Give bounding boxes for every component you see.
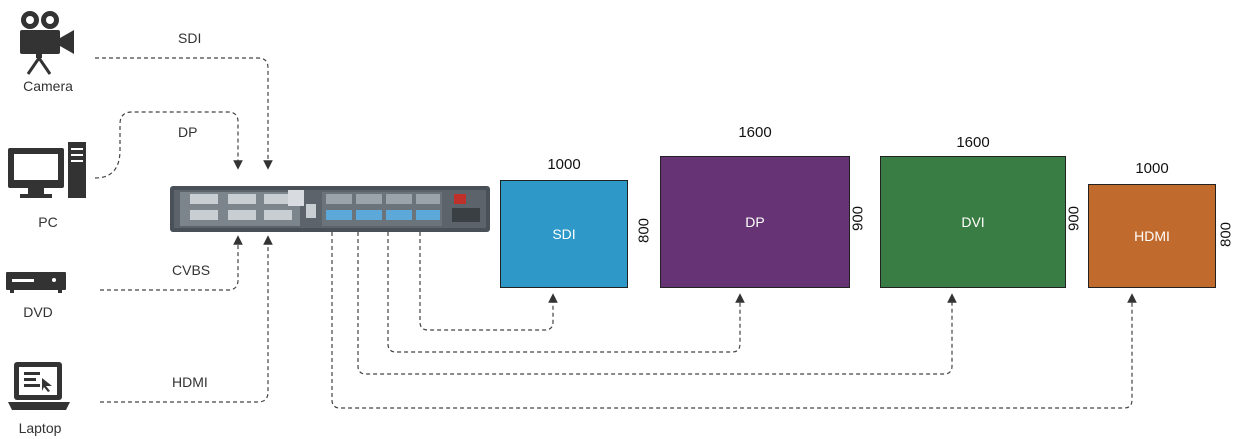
screen-dvi-height: 900 — [1065, 205, 1083, 232]
screen-dp-label: DP — [745, 214, 765, 230]
dp-input-line — [94, 111, 243, 179]
camera-label: Camera — [23, 78, 73, 94]
screen-hdmi: HDMI — [1088, 184, 1216, 288]
laptop-label: Laptop — [18, 420, 62, 436]
screen-sdi-width: 1000 — [547, 156, 581, 173]
screen-sdi: SDI — [500, 180, 628, 288]
video-processor-icon — [170, 186, 490, 232]
sdi-output-line — [419, 232, 558, 331]
screen-dvi: DVI — [880, 156, 1066, 288]
signal-label-sdi: SDI — [178, 30, 202, 46]
sdi-input-line — [95, 57, 273, 170]
cvbs-input-line — [100, 235, 243, 291]
pc-label: PC — [38, 214, 58, 230]
laptop-icon — [8, 362, 70, 410]
pc-icon — [8, 142, 86, 198]
hdmi-output-line — [331, 232, 1137, 409]
screen-dp-width: 1600 — [738, 124, 772, 141]
screen-sdi-height: 800 — [635, 217, 653, 244]
screen-dvi-width: 1600 — [956, 134, 990, 151]
dp-output-line — [387, 232, 745, 353]
dvd-player-icon — [6, 272, 66, 293]
dvd-label: DVD — [23, 304, 53, 320]
screen-sdi-label: SDI — [552, 226, 576, 242]
screen-dp: DP — [660, 156, 850, 288]
screen-dvi-label: DVI — [961, 214, 985, 230]
dvi-output-line — [357, 232, 957, 375]
signal-label-hdmi: HDMI — [172, 374, 208, 390]
camera-icon — [20, 11, 74, 75]
screen-hdmi-height: 800 — [1217, 221, 1235, 248]
screen-hdmi-width: 1000 — [1135, 160, 1169, 177]
signal-label-dp: DP — [178, 124, 198, 140]
signal-label-cvbs: CVBS — [172, 262, 211, 278]
screen-dp-height: 900 — [849, 205, 867, 232]
screen-hdmi-label: HDMI — [1134, 228, 1170, 244]
